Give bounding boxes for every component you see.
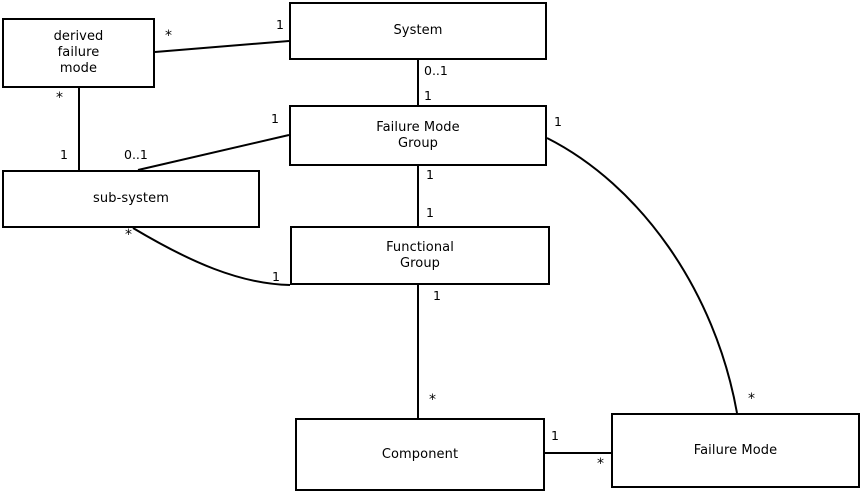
multiplicity-label-fm-component-star: * [597,456,604,472]
class-name-functional-group: Functional Group [386,239,454,271]
multiplicity-label-fmg-subsystem-one: 1 [271,111,279,126]
edge-sub-system-failure-mode-group [137,134,290,171]
multiplicity-label-component-fm-one: 1 [551,428,559,443]
multiplicity-label-fg-component-one: 1 [433,288,441,303]
multiplicity-label-system-fmg-zero-one: 0..1 [424,63,448,78]
class-box-failure-mode[interactable]: Failure Mode [611,413,860,488]
class-name-failure-mode-group: Failure Mode Group [376,119,460,151]
multiplicity-label-system-dfm-one: 1 [276,17,284,32]
multiplicity-label-fmg-fg-one: 1 [426,167,434,182]
edge-sub-system-functional-group [132,227,291,286]
class-box-sub-system[interactable]: sub-system [2,170,260,228]
multiplicity-label-fm-fmg-star: * [748,391,755,407]
class-box-failure-mode-group[interactable]: Failure Mode Group [289,105,547,166]
multiplicity-label-fmg-fm-one: 1 [554,114,562,129]
multiplicity-label-dfm-subsystem-star: * [56,90,63,106]
class-box-system[interactable]: System [289,2,547,60]
class-name-system: System [393,23,443,38]
class-name-component: Component [381,446,459,462]
class-box-derived-failure-mode[interactable]: derived failure mode [2,18,155,88]
class-box-component[interactable]: Component [295,418,545,491]
class-name-sub-system: sub-system [93,191,169,206]
class-name-derived-failure-mode: derived failure mode [53,29,104,76]
multiplicity-label-fmg-system-one: 1 [424,88,432,103]
class-box-functional-group[interactable]: Functional Group [290,226,550,285]
multiplicity-label-subsystem-fg-star: * [125,227,132,243]
multiplicity-label-subsystem-dfm-one: 1 [60,147,68,162]
multiplicity-label-subsystem-fmg-zero-one: 0..1 [124,147,148,162]
multiplicity-label-component-fg-star: * [429,392,436,408]
edge-failure-mode-group-failure-mode [546,137,738,414]
multiplicity-label-fg-fmg-one: 1 [426,205,434,220]
class-name-failure-mode: Failure Mode [693,442,778,458]
multiplicity-label-dfm-system-star: * [165,28,172,44]
edge-derived-failure-mode-system [154,40,290,53]
multiplicity-label-fg-subsystem-one: 1 [272,269,280,284]
